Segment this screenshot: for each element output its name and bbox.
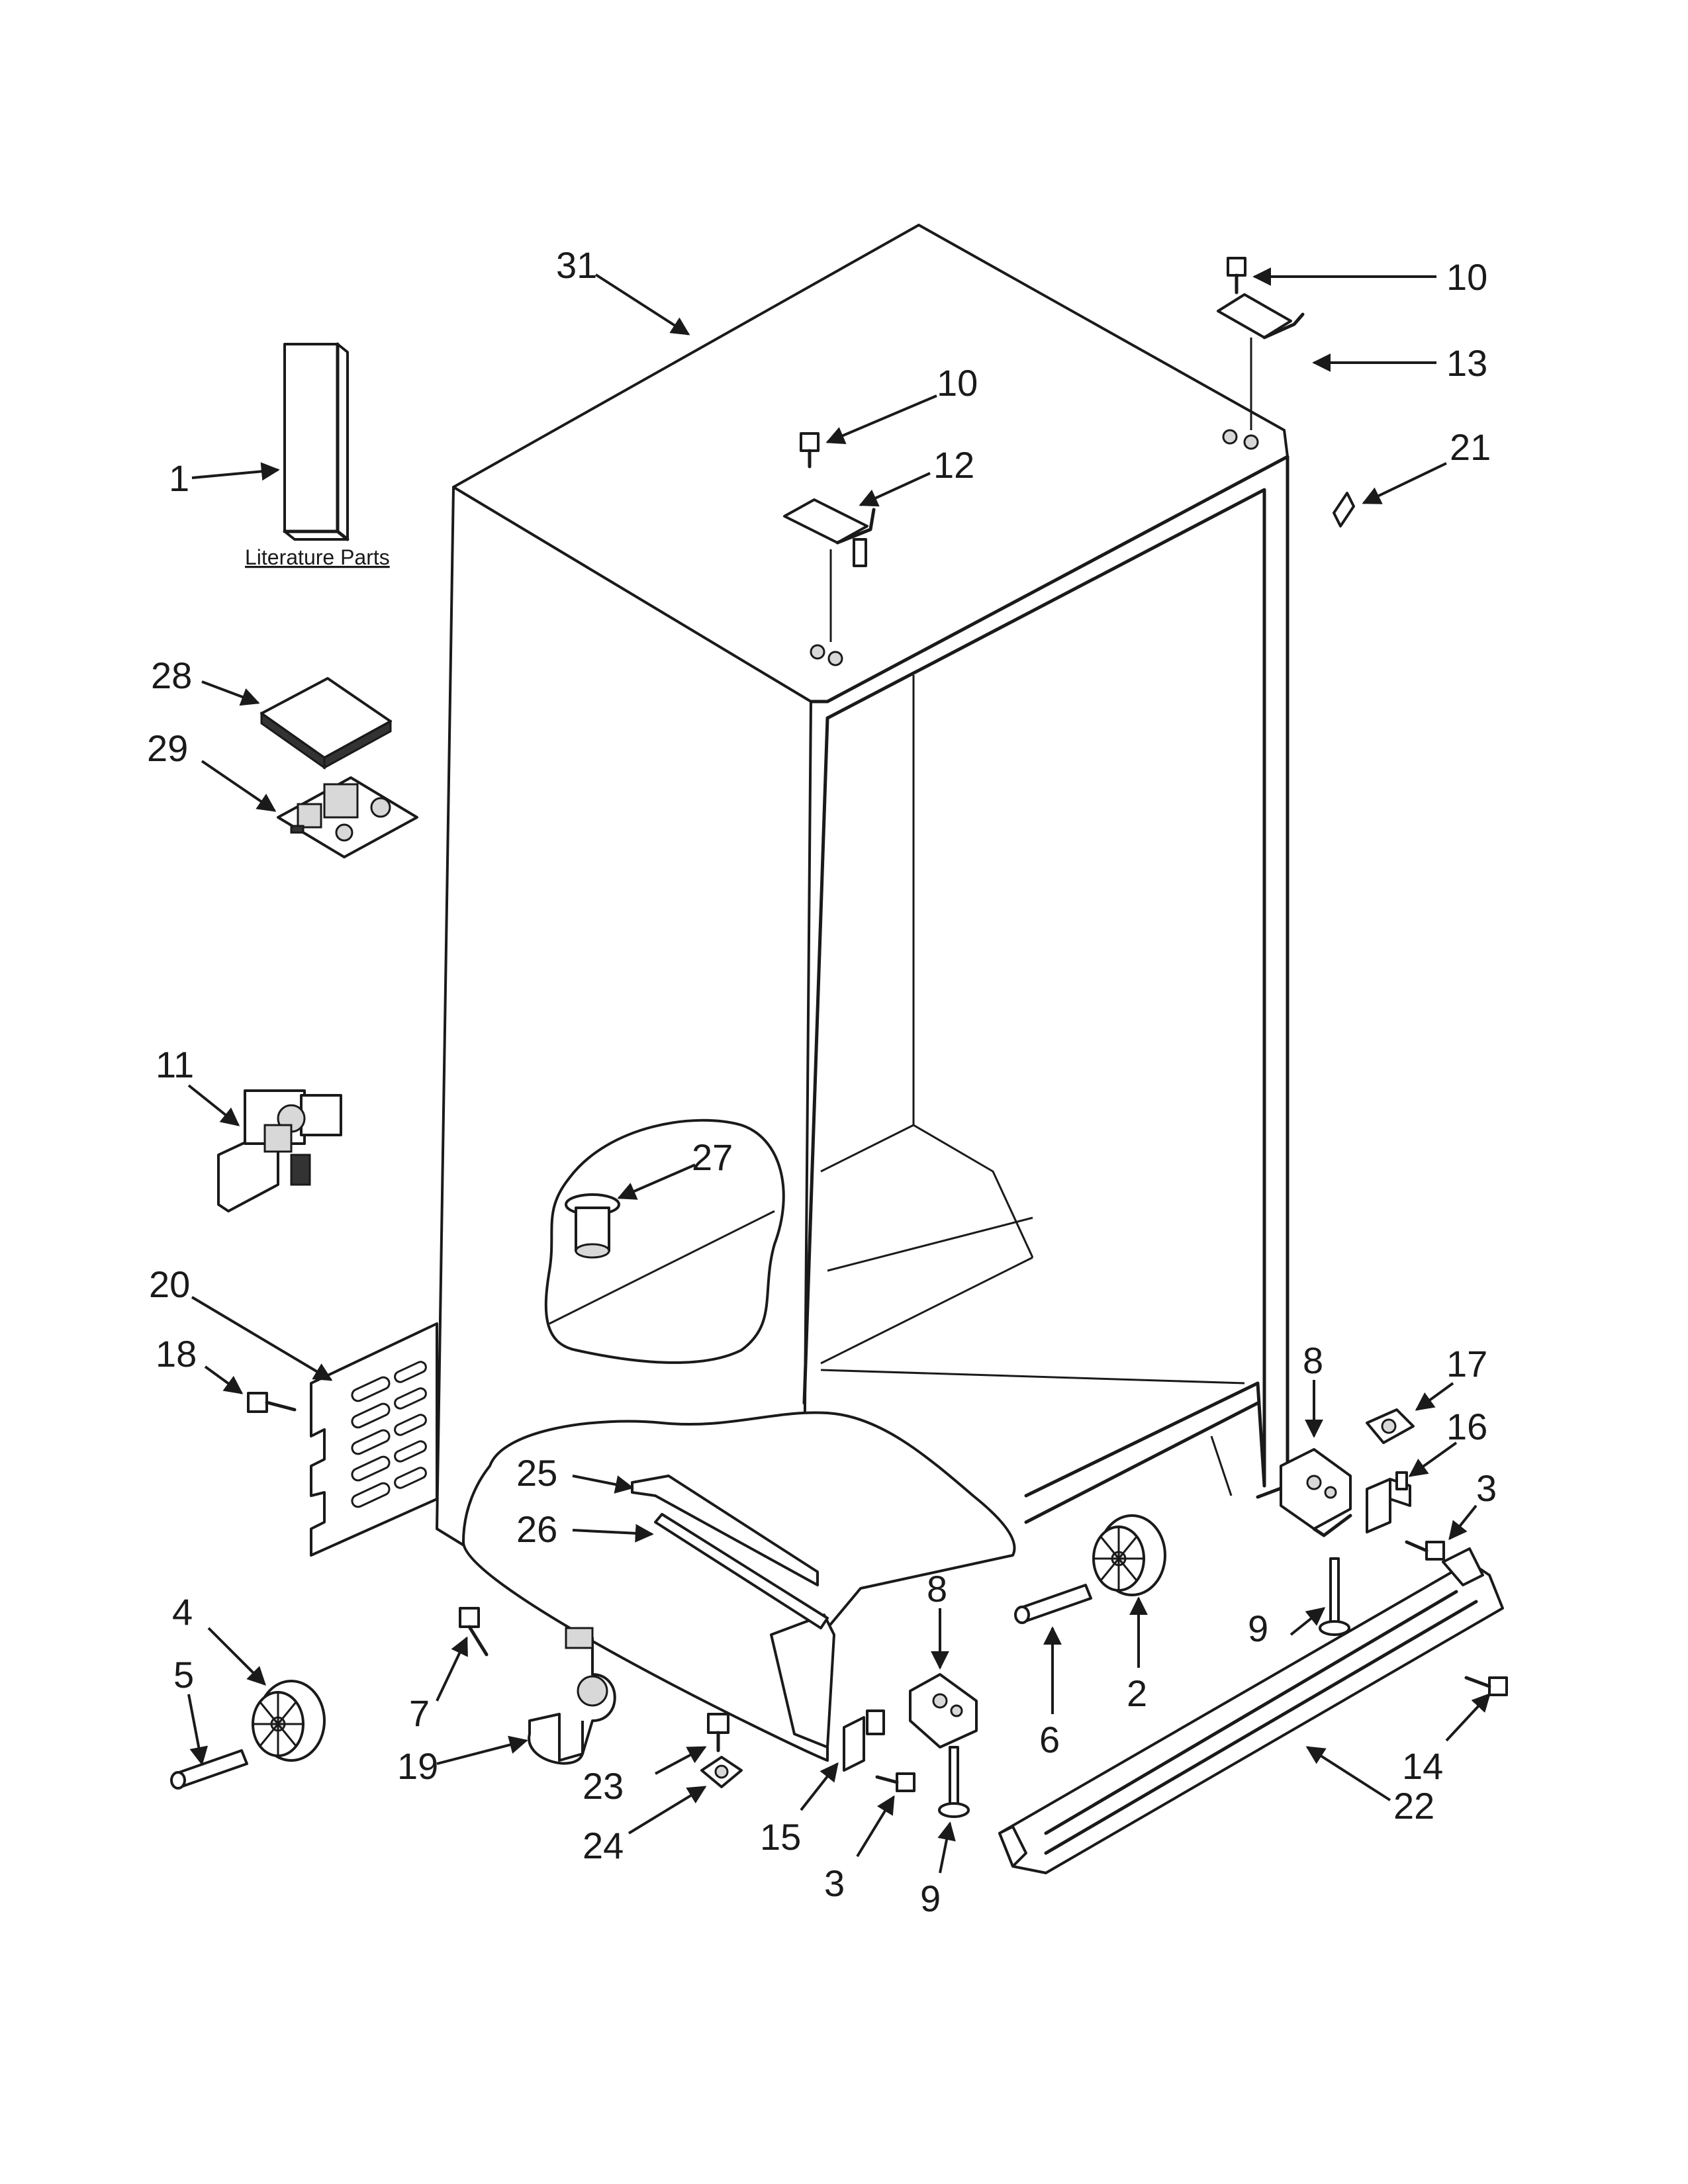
roller-2 (1092, 1514, 1166, 1596)
callout-27: 27 (692, 1136, 733, 1178)
callout-24: 24 (583, 1825, 624, 1866)
literature-booklet (283, 342, 350, 541)
screw-3-right (1405, 1540, 1445, 1561)
callout-29: 29 (147, 727, 188, 769)
washer-17 (1366, 1408, 1415, 1444)
callout-19: 19 (397, 1745, 438, 1787)
callout-2: 2 (1127, 1672, 1147, 1714)
callout-8: 8 (1303, 1340, 1323, 1381)
callout-15: 15 (760, 1816, 801, 1858)
bracket-15 (843, 1709, 885, 1772)
callout-18: 18 (156, 1333, 197, 1375)
callout-16: 16 (1446, 1406, 1487, 1447)
axle-6 (1014, 1584, 1092, 1624)
callout-6: 6 (1039, 1719, 1060, 1760)
callout-1: 1 (169, 457, 189, 499)
callout-8: 8 (927, 1568, 947, 1610)
tube-26 (654, 1513, 829, 1629)
bottom-hinge-8-center (909, 1673, 978, 1749)
top-hinge-12 (783, 498, 876, 666)
callout-31: 31 (556, 244, 597, 286)
callout-25: 25 (516, 1452, 557, 1494)
clip-21 (1333, 492, 1355, 527)
callout-13: 13 (1446, 342, 1487, 384)
bracket-16 (1366, 1471, 1411, 1533)
screw-10-right (1227, 257, 1246, 295)
water-valve (217, 1089, 342, 1212)
callout-10: 10 (1446, 256, 1487, 298)
leader-lines (187, 267, 1491, 1874)
top-hinge-13 (1217, 293, 1305, 450)
callout-21: 21 (1450, 426, 1491, 468)
control-board (277, 776, 418, 858)
leveler-9-center (938, 1746, 970, 1818)
control-cover (260, 677, 392, 770)
screw-23 (707, 1713, 729, 1752)
callout-23: 23 (583, 1765, 624, 1807)
screw-7 (459, 1607, 489, 1657)
callout-22: 22 (1393, 1785, 1434, 1827)
callout-20: 20 (149, 1263, 190, 1305)
callout-28: 28 (151, 655, 192, 696)
callout-10: 10 (937, 362, 978, 404)
screw-14 (1464, 1676, 1508, 1696)
screw-10-center (800, 432, 820, 469)
callout-4: 4 (172, 1591, 193, 1633)
callout-labels: 31 10 13 1 10 12 21 28 29 11 27 20 18 8 … (147, 244, 1497, 1919)
callout-11: 11 (156, 1044, 194, 1085)
bottom-hinge-8-right (1280, 1448, 1352, 1537)
callout-14: 14 (1402, 1745, 1443, 1787)
screw-18 (247, 1392, 297, 1413)
callout-5: 5 (173, 1654, 194, 1696)
rear-access-panel (310, 1322, 438, 1557)
callout-12: 12 (933, 444, 974, 486)
roller-4 (252, 1680, 326, 1762)
callout-3: 3 (1476, 1467, 1497, 1509)
axle-5 (170, 1749, 248, 1790)
washer-24 (700, 1756, 743, 1788)
callout-9: 9 (920, 1878, 941, 1919)
screw-3-center (875, 1772, 915, 1792)
literature-parts-caption: Literature Parts (245, 545, 390, 569)
base-grille (998, 1547, 1504, 1874)
callout-26: 26 (516, 1508, 557, 1550)
grommet (565, 1193, 620, 1259)
leveler-9-right (1319, 1557, 1350, 1636)
callout-3: 3 (824, 1862, 845, 1904)
drain-tube (528, 1627, 616, 1765)
callout-9: 9 (1248, 1608, 1268, 1649)
callout-7: 7 (409, 1692, 430, 1734)
cabinet-shell (436, 224, 1289, 1762)
callout-17: 17 (1446, 1343, 1487, 1385)
